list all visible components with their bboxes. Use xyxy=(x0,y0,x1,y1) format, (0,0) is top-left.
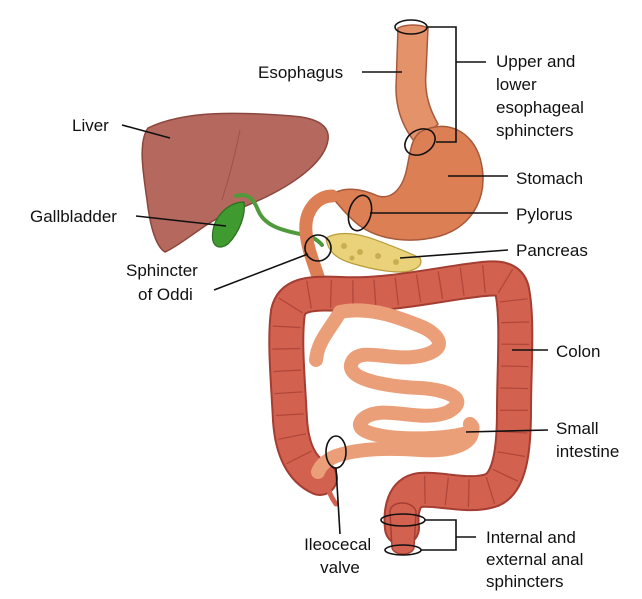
colon-haustra-fold xyxy=(273,369,302,373)
colon-haustra-fold xyxy=(492,468,519,482)
label-liver: Liver xyxy=(72,116,109,135)
colon-haustra-fold xyxy=(499,298,528,303)
gallbladder-organ xyxy=(211,201,245,248)
pancreas-leader xyxy=(399,249,509,259)
label-esophagus: Esophagus xyxy=(258,63,343,82)
colon-haustra-fold xyxy=(500,365,529,368)
liver-lobe-line xyxy=(221,129,241,201)
colon-haustra-fold xyxy=(394,277,400,306)
colon-haustra-fold xyxy=(459,267,465,296)
anal-sphincters-bracket xyxy=(421,519,457,551)
colon-fill xyxy=(270,262,532,544)
colon-haustra-fold xyxy=(501,321,530,324)
rectum xyxy=(389,502,417,555)
gallbladder-leader xyxy=(135,215,227,227)
terminal-ileum xyxy=(311,417,479,479)
esophagus-organ xyxy=(395,24,439,148)
colon-haustra-fold xyxy=(278,433,306,440)
pancreas-organ xyxy=(325,232,422,273)
pancreas-lobule xyxy=(349,255,355,261)
colon-haustra-fold xyxy=(423,475,426,504)
colon-haustra-fold xyxy=(497,268,514,294)
pancreas-lobule xyxy=(341,243,347,249)
stomach-organ xyxy=(328,125,484,241)
sphincter-of-oddi-leader xyxy=(213,253,309,291)
lower-esophageal-sphincter-ring xyxy=(404,128,436,156)
colon-haustra-fold xyxy=(275,413,304,417)
liver-organ xyxy=(141,112,329,253)
colon-haustra-fold xyxy=(500,387,529,390)
bile-duct xyxy=(234,193,324,247)
label-small-intestine: Small intestine xyxy=(556,419,619,461)
pancreas-lobule xyxy=(393,259,399,265)
pancreas-lobule xyxy=(357,249,363,255)
label-colon: Colon xyxy=(556,342,600,361)
colon-haustra xyxy=(272,264,530,508)
label-sphincter-of-oddi: Sphincter of Oddi xyxy=(126,261,203,304)
colon-haustra-fold xyxy=(272,347,301,350)
pylorus-ring xyxy=(347,194,373,232)
colon-haustra-fold xyxy=(467,479,470,508)
small-intestine-leader xyxy=(465,429,549,433)
colon-haustra-fold xyxy=(306,280,312,309)
colon-haustra-fold xyxy=(274,391,303,395)
sphincter-of-oddi-ring xyxy=(304,234,332,262)
pancreas-lobule xyxy=(375,253,381,259)
colon-haustra-fold xyxy=(481,264,486,293)
colon-haustra-fold xyxy=(329,279,333,308)
colon-haustra-fold xyxy=(444,477,449,506)
upper-lower-sphincters-bracket xyxy=(427,26,457,143)
colon-organ xyxy=(268,260,534,546)
label-upper-lower-sphincters: Upper and lower esophageal sphincters xyxy=(496,52,589,140)
colon-haustra-fold xyxy=(485,476,496,505)
colon-haustra-fold xyxy=(373,279,377,308)
colon-haustra-fold xyxy=(278,297,303,314)
label-anal-sphincters: Internal and external anal sphincters xyxy=(486,528,588,591)
label-pylorus: Pylorus xyxy=(516,205,573,224)
colon-haustra-fold xyxy=(286,450,312,465)
liver-leader xyxy=(121,124,171,139)
label-pancreas: Pancreas xyxy=(516,241,588,260)
label-stomach: Stomach xyxy=(516,169,583,188)
liver-shape xyxy=(141,112,329,253)
label-gallbladder: Gallbladder xyxy=(30,207,117,226)
small-intestine-organ xyxy=(309,303,480,446)
ileocecal-valve-leader xyxy=(335,467,341,535)
colon-haustra-fold xyxy=(497,451,526,458)
label-ileocecal-valve: Ileocecal valve xyxy=(304,535,376,577)
colon-haustra-fold xyxy=(437,271,444,299)
colon-haustra-fold xyxy=(272,325,301,329)
colon-haustra-fold xyxy=(415,274,422,303)
